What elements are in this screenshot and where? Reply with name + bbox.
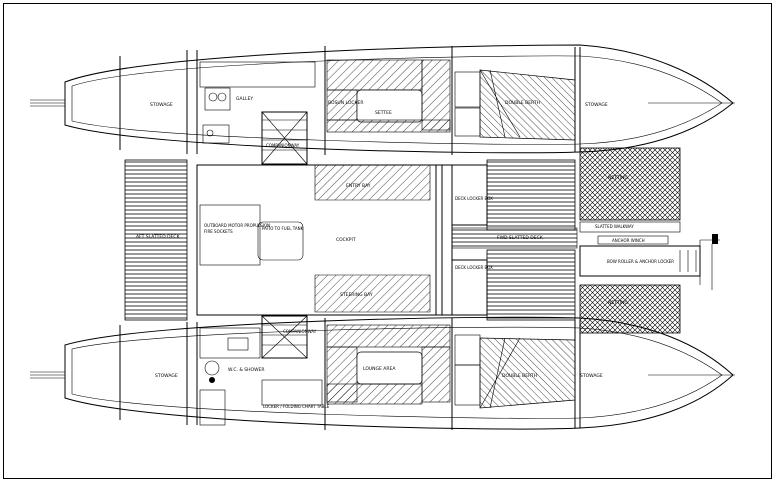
stowage-aft-port-label: STOWAGE [585,102,608,108]
starboard-hull [30,315,735,430]
labels: STOWAGE GALLEY BOSUN LOCKER SETTEE DOUBL… [136,96,674,409]
anchor-winch-label: ANCHOR WINCH [612,238,645,243]
trampoline-top-label: NETTING [608,175,628,181]
deck-locker-bottom-label: DECK LOCKER BOX [455,265,493,270]
locker-chart-table-label: LOCKER / FOLDING CHART TABLE [263,404,330,409]
deck-locker-top-label: DECK LOCKER BOX [455,196,493,201]
trampoline-bottom-label: NETTING [608,300,628,306]
settee-label: SETTEE [375,110,392,116]
double-berth-stbd-label: DOUBLE BERTH [502,373,537,379]
stowage-fwd-stbd-label: STOWAGE [155,373,178,379]
cockpit-label: COCKPIT [336,237,356,243]
double-berth-port-label: DOUBLE BERTH [505,100,540,106]
drawing-frame [3,3,772,479]
entry-bay-label: ENTRY BAY [346,183,371,189]
companionway-stbd-label: COMPANIONWAY [283,329,317,334]
aft-slatted-deck-label: AFT SLATTED DECK [136,234,181,240]
bridge-deck [124,147,720,334]
lounge-area-label: LOUNGE AREA [363,366,396,372]
fwd-slatted-deck-label: FWD SLATTED DECK [497,235,544,241]
galley-label: GALLEY [236,96,253,102]
port-hull [30,44,735,165]
slatted-walkway-label: SLATTED WALKWAY [595,224,634,229]
stowage-aft-stbd-label: STOWAGE [580,373,603,379]
companionway-port-label: COMPANIONWAY [266,143,300,148]
bosun-locker-label: BOSUN LOCKER [328,100,363,106]
helm-station-label: OUTBOARD MOTOR PROPULSION [204,223,270,228]
steering-bay-label: STEERING BAY [340,292,373,298]
stowage-fwd-port-label: STOWAGE [150,102,173,108]
fuel-tank-label: PATIO TO FUEL TANK [262,226,304,231]
bow-roller-locker-label: BOW ROLLER & ANCHOR LOCKER [607,259,674,264]
wc-shower-label: W.C. & SHOWER [228,367,265,373]
helm-station-sub-label: FIRE SOCKETS [204,229,233,234]
